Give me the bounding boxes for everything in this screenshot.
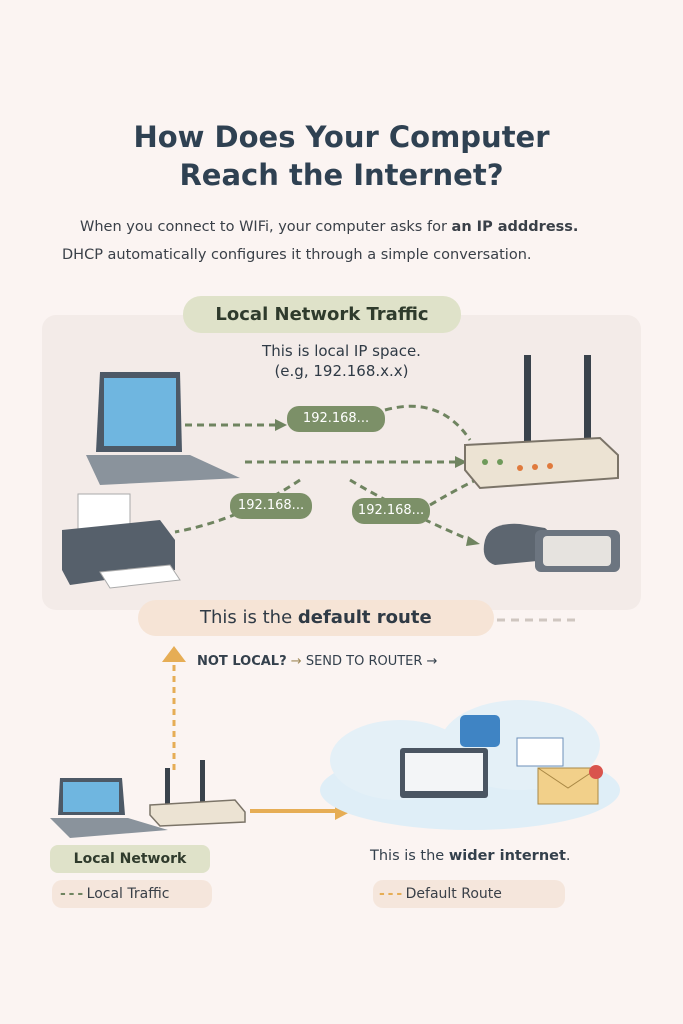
ip-label-controller: 192.168... (352, 498, 430, 524)
game-controller-icon (483, 523, 620, 572)
rule-not-local: NOT LOCAL? (197, 654, 287, 669)
legend-default-route-label: Default Route (405, 886, 502, 902)
legend-default-route: - - - Default Route (373, 880, 565, 908)
default-route-bold: default route (297, 607, 432, 628)
title-line-1: How Does Your Computer (133, 120, 550, 154)
intro-line-2: DHCP automatically configures it through… (62, 247, 532, 263)
router-to-controller-line (429, 476, 481, 507)
ip-to-router-line (384, 404, 472, 441)
local-ip-example: (e.g, 192.168.x.x) (274, 362, 409, 380)
intro-line-1: When you connect to WIFi, your computer … (80, 219, 578, 235)
legend-local-traffic-label: Local Traffic (86, 886, 170, 902)
printer-icon (62, 493, 181, 589)
ip-label-printer: 192.168... (230, 493, 312, 519)
green-dash-icon: - - - (60, 886, 83, 902)
local-network-label: Local Network (50, 845, 210, 873)
mail-icon (537, 767, 599, 805)
arrow-icon: → (290, 654, 302, 669)
orange-dash-icon: - - - (379, 886, 402, 902)
router-icon (464, 355, 619, 490)
legend-local-traffic: - - - Local Traffic (52, 880, 212, 908)
bottom-laptop-icon (50, 778, 168, 838)
default-route-banner: This is the default route (138, 600, 494, 636)
internet-plain: This is the (370, 848, 449, 864)
routing-rule: NOT LOCAL? → SEND TO ROUTER → (197, 654, 437, 669)
wider-internet-label: This is the wider internet. (370, 848, 571, 864)
ip-label-laptop: 192.168... (287, 406, 385, 432)
laptop-icon (86, 372, 240, 485)
bottom-router-icon (149, 760, 246, 827)
up-arrow-icon (162, 646, 186, 662)
local-traffic-heading: Local Network Traffic (183, 296, 461, 333)
title-line-2: Reach the Internet? (179, 158, 504, 192)
rule-send-to-router: SEND TO ROUTER → (305, 654, 438, 669)
default-route-plain: This is the (200, 607, 298, 628)
intro-plain: When you connect to WIFi, your computer … (80, 219, 452, 235)
internet-bold: wider internet (448, 848, 566, 864)
printer-link-line (174, 478, 301, 534)
internet-end: . (565, 848, 571, 864)
like-icon (460, 715, 500, 747)
intro-bold: an IP adddress. (451, 219, 579, 235)
internet-cloud-icon (320, 700, 620, 830)
local-ip-note: This is local IP space. (262, 342, 421, 360)
